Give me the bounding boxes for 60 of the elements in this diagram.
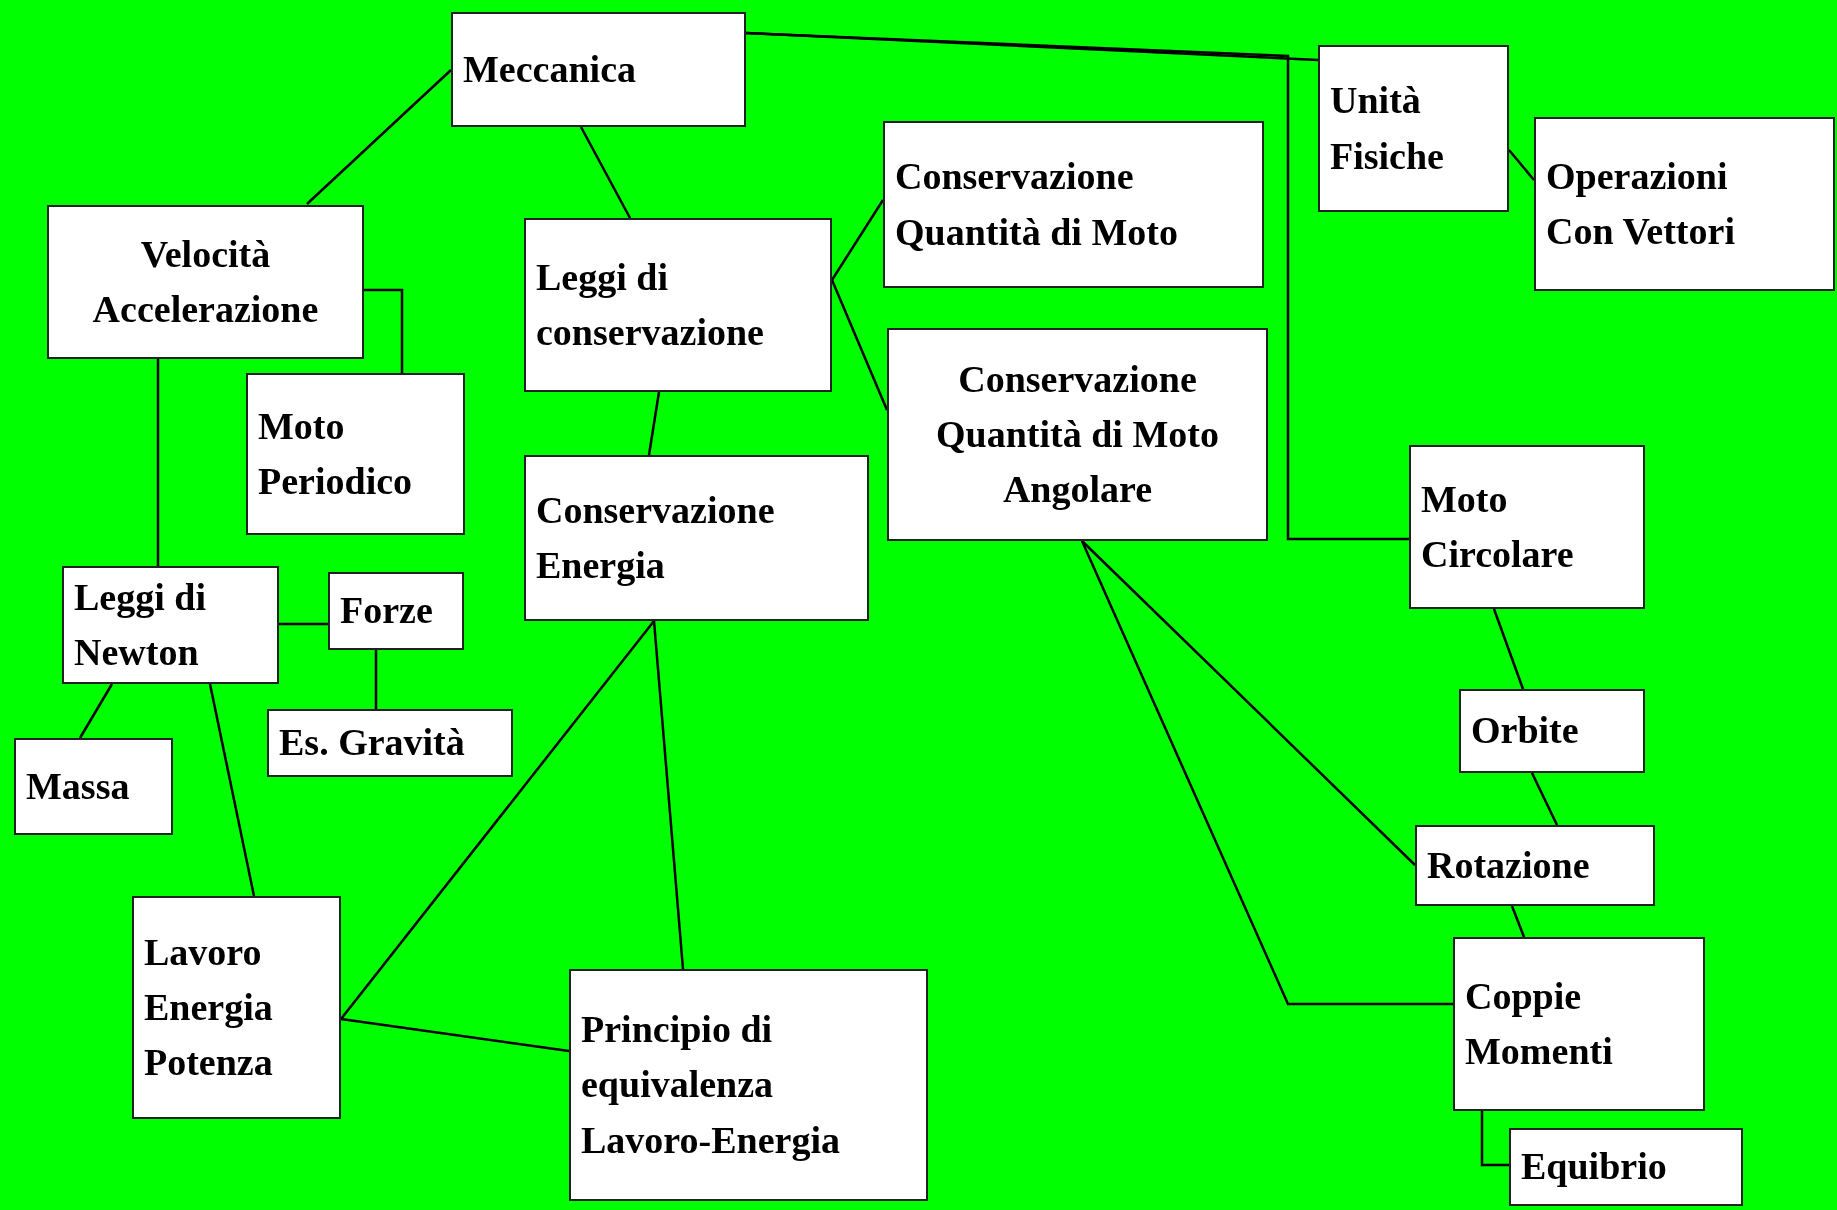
connector-line [1080,540,1453,1006]
concept-box [569,969,928,1201]
concept-label: Leggi di Newton [74,574,207,675]
concept-box [1459,689,1645,773]
concept-box [1534,117,1835,291]
connector-line [340,620,655,1020]
concept-box [246,373,465,535]
connector-line [745,31,1409,541]
concept-label: Es. Gravità [279,720,465,766]
concept-label: Conservazione Quantità di Moto [895,154,1179,255]
concept-label: Rotazione [1427,842,1590,888]
connector-line [279,622,328,626]
connector-line [1510,905,1526,938]
concept-box [1409,445,1645,609]
concept-box [1415,825,1655,906]
connector-line [579,126,632,219]
connector-line [1081,540,1416,866]
concept-label: Conservazione Energia [536,487,776,588]
concept-box [132,896,341,1119]
connector-line [156,359,160,566]
concept-box [62,566,279,684]
concept-box [451,12,746,127]
concept-box [47,205,364,359]
concept-label: Orbite [1471,708,1579,754]
concept-box [524,455,869,621]
connector-line [78,683,114,739]
connector-line [647,391,661,456]
connector-line [1530,772,1559,826]
concept-label: Coppie Momenti [1465,973,1614,1074]
concept-box [1318,45,1509,212]
concept-box [1453,937,1705,1111]
connector-line [1480,1111,1509,1167]
concept-box [1509,1128,1743,1206]
concept-label: Moto Circolare [1421,476,1575,577]
concept-label: Velocità Accelerazione [91,231,320,332]
connector-line [652,620,685,970]
concept-label: Massa [26,763,130,809]
concept-box [887,328,1268,541]
concept-label: Unità Fisiche [1330,78,1445,179]
concept-label: Forze [340,588,433,634]
concept-label: Meccanica [463,46,637,92]
concept-label: Operazioni Con Vettori [1546,153,1736,254]
concept-box [883,121,1264,288]
concept-label: Leggi di conservazione [536,254,765,355]
concept-label: Equibrio [1521,1144,1667,1190]
concept-label: Principio di equivalenza Lavoro-Energia [581,1007,841,1163]
connector-line [1492,608,1525,690]
connector-line [208,683,256,897]
concept-box [524,218,832,392]
concept-label: Conservazione Quantità di Moto Angolare [935,356,1220,513]
connector-line [306,69,452,205]
connector-line [340,1017,570,1053]
concept-box [267,709,513,777]
concept-box [14,738,173,835]
concept-box [328,572,464,650]
connector-line [374,650,378,709]
concept-label: Moto Periodico [258,403,414,504]
concept-label: Lavoro Energia Potenza [144,929,274,1086]
connector-line [1508,149,1535,181]
connector-line [364,288,404,373]
